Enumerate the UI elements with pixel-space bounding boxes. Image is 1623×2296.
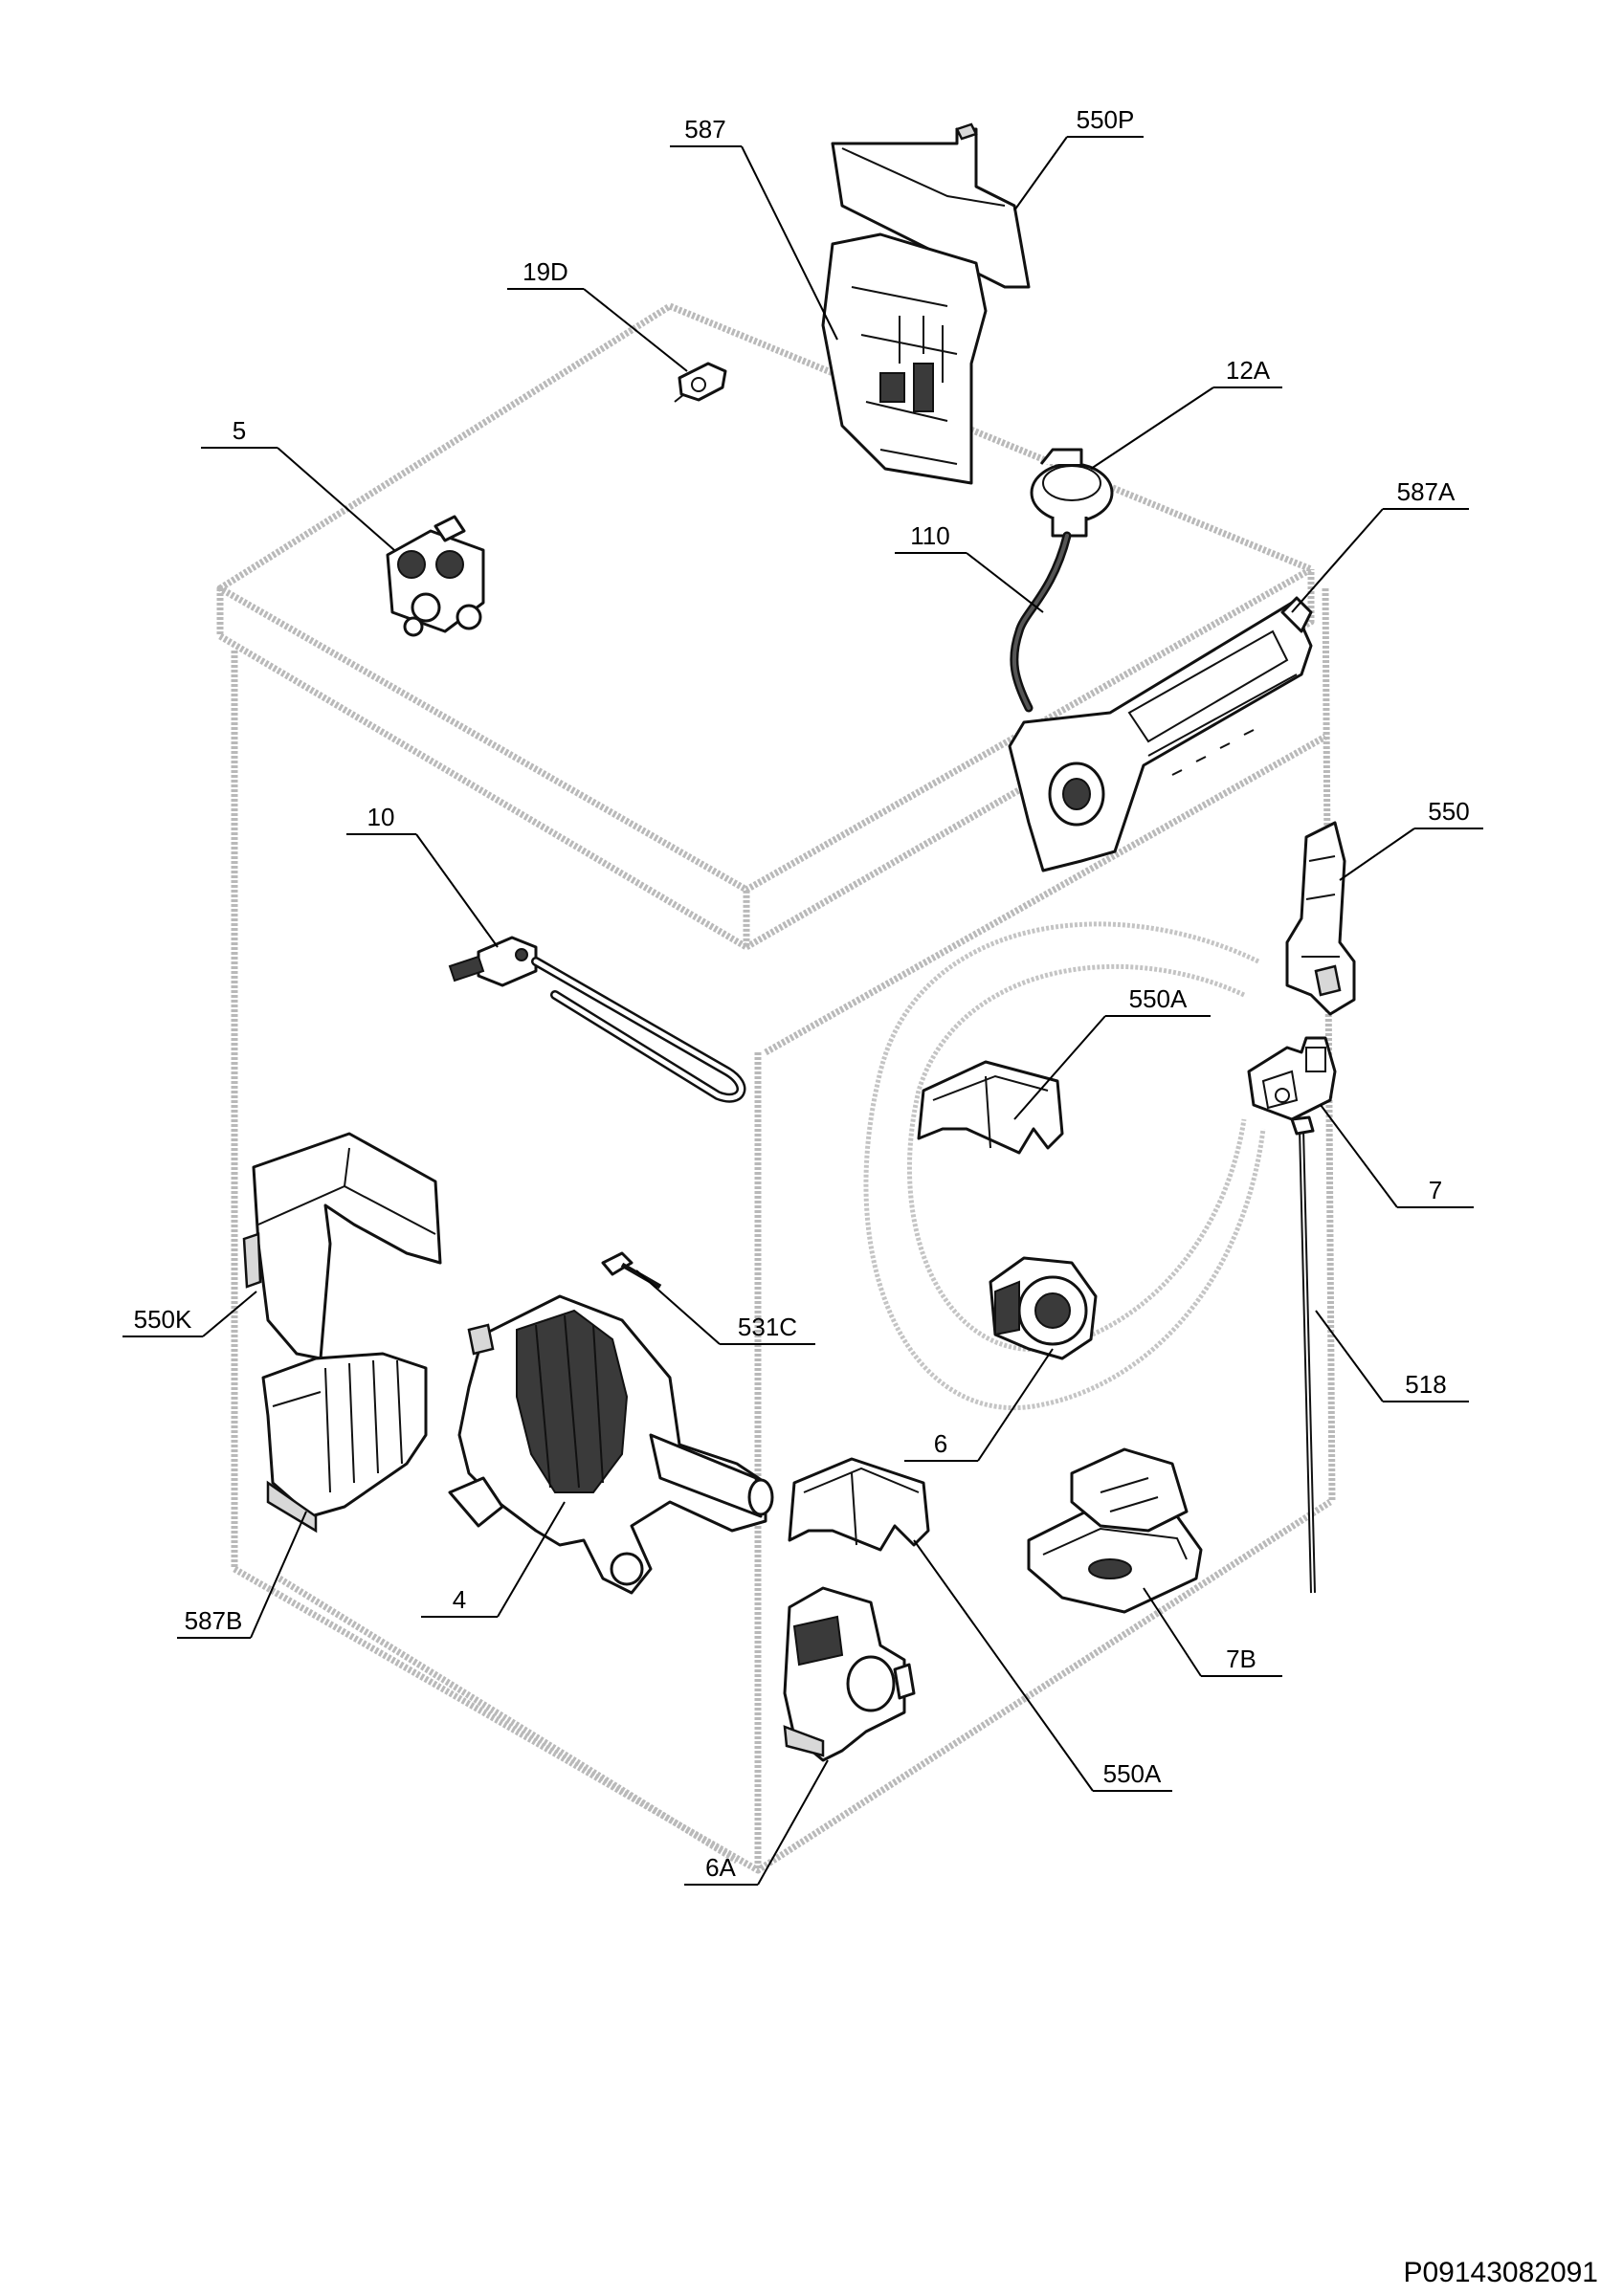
label-7b: 7B (1226, 1645, 1256, 1673)
part-518-rod (1290, 1115, 1316, 1594)
drawing-code: P09143082091 (1403, 2257, 1598, 2288)
label-12a: 12A (1226, 356, 1271, 385)
label-10: 10 (367, 803, 395, 831)
part-550a-cover-bottom (788, 1457, 930, 1552)
label-550a-top: 550A (1129, 984, 1188, 1013)
label-531c: 531C (738, 1313, 797, 1341)
part-531c-screw (601, 1251, 662, 1290)
label-587b: 587B (185, 1606, 243, 1635)
part-10-heater (448, 936, 746, 1103)
part-6-drain-pump (989, 1256, 1098, 1360)
part-587a-display-board (1008, 596, 1313, 872)
part-12a-pressure-switch (1030, 448, 1114, 538)
label-518: 518 (1405, 1370, 1446, 1399)
part-550-bracket (1285, 821, 1356, 1016)
part-5-inlet-valve (386, 515, 485, 637)
part-labels: 550P 587 19D 12A 5 110 587A 10 550 550A … (134, 105, 1470, 1882)
label-6a: 6A (705, 1853, 736, 1882)
label-550: 550 (1428, 797, 1469, 826)
label-110: 110 (910, 521, 949, 550)
part-7-door-lock (1247, 1036, 1337, 1121)
label-19d: 19D (522, 257, 568, 286)
part-550a-cover-top (917, 1060, 1064, 1155)
part-110-hose (1010, 531, 1072, 713)
part-587-control-module (821, 232, 988, 485)
part-550k-cover (242, 1132, 442, 1360)
label-4: 4 (453, 1585, 466, 1614)
part-4-motor (448, 1294, 774, 1595)
label-550p: 550P (1077, 105, 1135, 134)
part-19d-clip (674, 362, 727, 403)
label-550k: 550K (134, 1305, 192, 1334)
label-7: 7 (1429, 1176, 1442, 1204)
part-587b-module (261, 1352, 428, 1534)
leader-lines (122, 136, 1483, 1886)
label-5: 5 (233, 416, 246, 445)
cabinet-outline (216, 302, 1336, 1874)
part-6a-drain-pump (783, 1586, 916, 1762)
label-587a: 587A (1397, 477, 1456, 506)
label-6: 6 (934, 1429, 947, 1458)
label-550a-bottom: 550A (1103, 1759, 1162, 1788)
label-587: 587 (684, 115, 725, 144)
part-7b-bracket (1027, 1447, 1203, 1614)
